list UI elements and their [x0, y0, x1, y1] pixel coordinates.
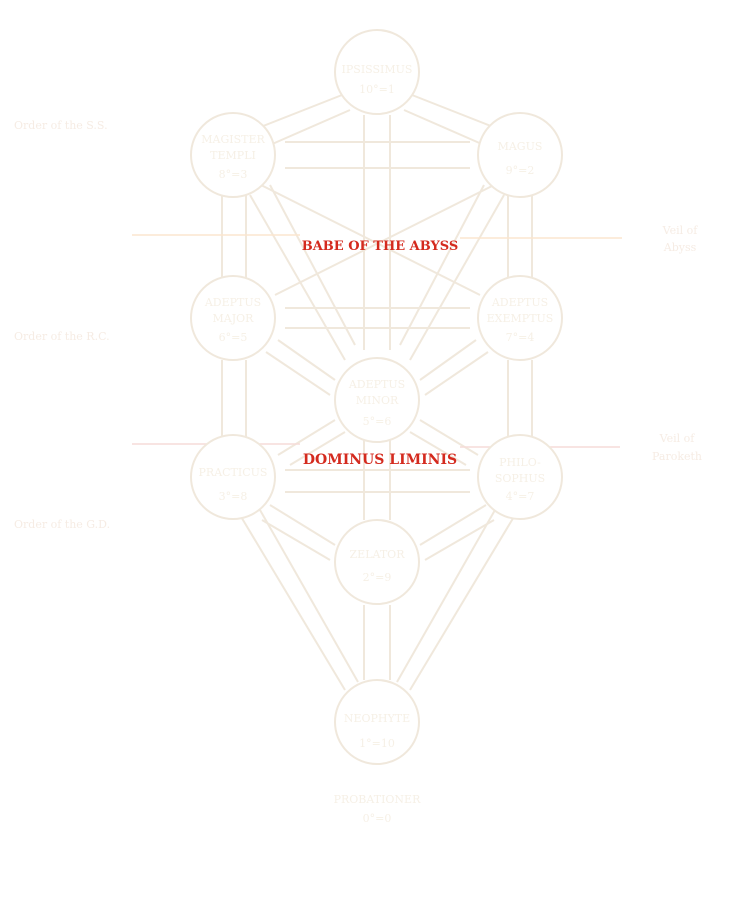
- grade-number: 5°=6: [363, 415, 392, 428]
- grade-name-line-1: ADEPTUS: [348, 378, 405, 391]
- grade-number: 9°=2: [506, 164, 535, 177]
- grade-magister-templi: MAGISTER TEMPLI 8°=3: [190, 112, 276, 198]
- veil-abyss-label-1: Veil of: [662, 224, 699, 237]
- grade-number: 8°=3: [219, 168, 248, 181]
- grade-name-line-1: ADEPTUS: [491, 296, 548, 309]
- grade-philosophus: PHILO- SOPHUS 4°=7: [477, 434, 563, 520]
- grade-adeptus-major: ADEPTUS MAJOR 6°=5: [190, 275, 276, 361]
- grade-magus: MAGUS 9°=2: [477, 112, 563, 198]
- veil-paroketh-label-2: Paroketh: [652, 450, 702, 463]
- order-rc-label: Order of the R.C.: [14, 330, 110, 343]
- grade-name: PRACTICUS: [199, 466, 268, 479]
- grade-number: 1°=10: [359, 737, 395, 750]
- grade-zelator: ZELATOR 2°=9: [334, 519, 420, 605]
- grade-number: 2°=9: [363, 571, 392, 584]
- grade-ipsissimus: IPSISSIMUS 10°=1: [334, 29, 420, 115]
- grade-name: NEOPHYTE: [344, 712, 410, 725]
- grade-adeptus-minor: ADEPTUS MINOR 5°=6: [334, 357, 420, 443]
- dominus-liminis-label: DOMINUS LIMINIS: [303, 452, 457, 468]
- grade-name-line-2: TEMPLI: [210, 149, 256, 162]
- grade-name-line-2: MAJOR: [213, 312, 255, 325]
- grade-name-line-1: ADEPTUS: [204, 296, 261, 309]
- grade-name: IPSISSIMUS: [342, 63, 413, 76]
- order-gd-label: Order of the G.D.: [14, 518, 110, 531]
- grade-name-line-1: PHILO-: [499, 456, 541, 469]
- grade-number: 4°=7: [506, 490, 535, 503]
- order-ss-label: Order of the S.S.: [14, 119, 108, 132]
- grade-neophyte: NEOPHYTE 1°=10: [334, 679, 420, 765]
- grade-number: 3°=8: [219, 490, 248, 503]
- probationer-number: 0°=0: [363, 812, 392, 825]
- grade-number: 10°=1: [359, 83, 395, 96]
- babe-of-the-abyss-label: BABE OF THE ABYSS: [302, 239, 459, 254]
- grade-number: 6°=5: [219, 331, 248, 344]
- grade-name-line-2: EXEMPTUS: [487, 312, 554, 325]
- grade-adeptus-exemptus: ADEPTUS EXEMPTUS 7°=4: [477, 275, 563, 361]
- veil-abyss-label-2: Abyss: [663, 241, 697, 254]
- grade-number: 7°=4: [506, 331, 535, 344]
- grade-name: MAGUS: [498, 140, 543, 153]
- grade-name-line-2: MINOR: [356, 394, 399, 407]
- veil-paroketh-label-1: Veil of: [659, 432, 696, 445]
- grade-name-line-2: SOPHUS: [495, 472, 545, 485]
- grade-name: ZELATOR: [350, 548, 406, 561]
- probationer-label: PROBATIONER: [334, 793, 421, 806]
- grade-name-line-1: MAGISTER: [201, 133, 265, 146]
- grade-practicus: PRACTICUS 3°=8: [190, 434, 276, 520]
